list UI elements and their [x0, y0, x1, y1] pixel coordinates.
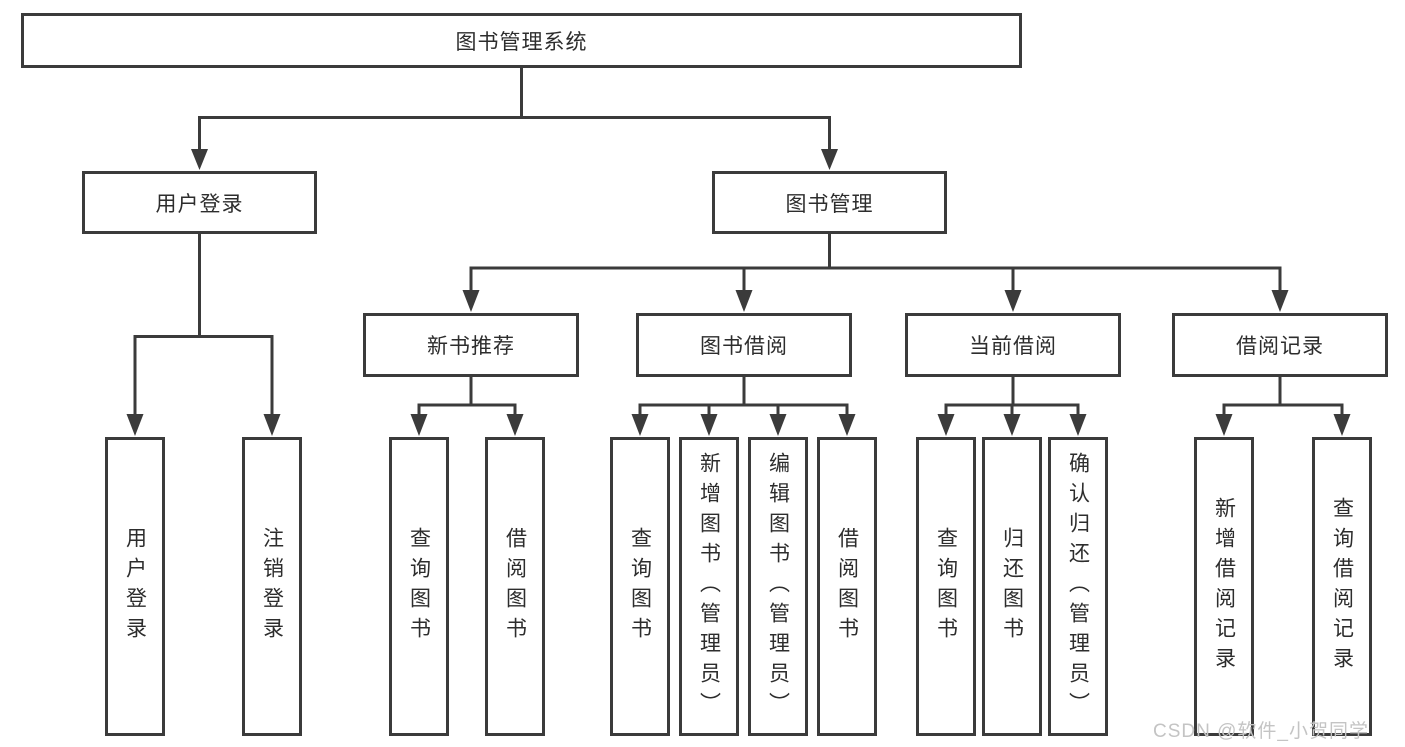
node-label: 查询图书 [628, 526, 652, 647]
node-borrow-records: 借阅记录 [1172, 313, 1388, 377]
node-label: 图书管理系统 [455, 30, 588, 54]
node-book-management: 图书管理 [712, 171, 947, 234]
node-leaf-user-login: 用户登录 [105, 437, 165, 736]
arrowhead-icon [191, 149, 208, 170]
arrowhead-icon [1004, 290, 1022, 312]
arrowhead-icon [263, 414, 281, 436]
node-label: 用户登录 [123, 526, 147, 647]
arrowhead-icon [937, 414, 955, 436]
node-label: 查询图书 [934, 526, 958, 647]
node-leaf-return-books: 归还图书 [982, 437, 1042, 736]
node-label: 借阅记录 [1236, 335, 1324, 358]
node-label: 注销登录 [260, 526, 284, 647]
node-leaf-borrow-books: 借阅图书 [817, 437, 877, 736]
arrowhead-icon [838, 414, 856, 436]
node-leaf-query-borrow-record: 查询借阅记录 [1312, 437, 1372, 736]
node-current-borrow: 当前借阅 [905, 313, 1121, 377]
node-label: 图书借阅 [700, 335, 788, 358]
node-label: 归还图书 [1000, 526, 1024, 647]
arrowhead-icon [631, 414, 649, 436]
arrowhead-icon [769, 414, 787, 436]
arrowhead-icon [462, 290, 480, 312]
arrowhead-icon [700, 414, 718, 436]
node-leaf-edit-books-admin: 编辑图书（管理员） [748, 437, 808, 736]
node-label: 确认归还（管理员） [1066, 451, 1090, 722]
node-leaf-borrow-books-recommend: 借阅图书 [485, 437, 545, 736]
arrowhead-icon [410, 414, 428, 436]
node-label: 编辑图书（管理员） [766, 451, 790, 722]
node-label: 借阅图书 [503, 526, 527, 647]
arrowhead-icon [735, 290, 753, 312]
arrowhead-icon [126, 414, 144, 436]
node-label: 新书推荐 [427, 335, 515, 358]
arrowhead-icon [1271, 290, 1289, 312]
node-label: 查询借阅记录 [1330, 496, 1354, 677]
node-leaf-confirm-return-admin: 确认归还（管理员） [1048, 437, 1108, 736]
connector-path [133, 68, 1344, 416]
node-new-book-recommend: 新书推荐 [363, 313, 579, 377]
arrowhead-icon [821, 149, 838, 170]
node-label: 新增图书（管理员） [697, 451, 721, 722]
arrowhead-icon [1333, 414, 1351, 436]
csdn-watermark: CSDN @软件_小贺同学 [1153, 721, 1369, 742]
node-leaf-query-books-current: 查询图书 [916, 437, 976, 736]
node-leaf-add-books-admin: 新增图书（管理员） [679, 437, 739, 736]
node-book-borrow: 图书借阅 [636, 313, 852, 377]
node-leaf-add-borrow-record: 新增借阅记录 [1194, 437, 1254, 736]
node-leaf-query-books-borrow: 查询图书 [610, 437, 670, 736]
node-label: 查询图书 [407, 526, 431, 647]
node-label: 当前借阅 [969, 335, 1057, 358]
arrowhead-icon [506, 414, 524, 436]
node-label: 新增借阅记录 [1212, 496, 1236, 677]
node-library-system: 图书管理系统 [21, 13, 1022, 68]
node-label: 图书管理 [785, 192, 874, 216]
node-label: 用户登录 [155, 192, 244, 216]
arrowheads-group [126, 149, 1351, 436]
arrowhead-icon [1003, 414, 1021, 436]
node-label: 借阅图书 [835, 526, 859, 647]
arrowhead-icon [1069, 414, 1087, 436]
node-leaf-query-books-recommend: 查询图书 [389, 437, 449, 736]
arrowhead-icon [1215, 414, 1233, 436]
node-leaf-logout: 注销登录 [242, 437, 302, 736]
node-user-login: 用户登录 [82, 171, 317, 234]
